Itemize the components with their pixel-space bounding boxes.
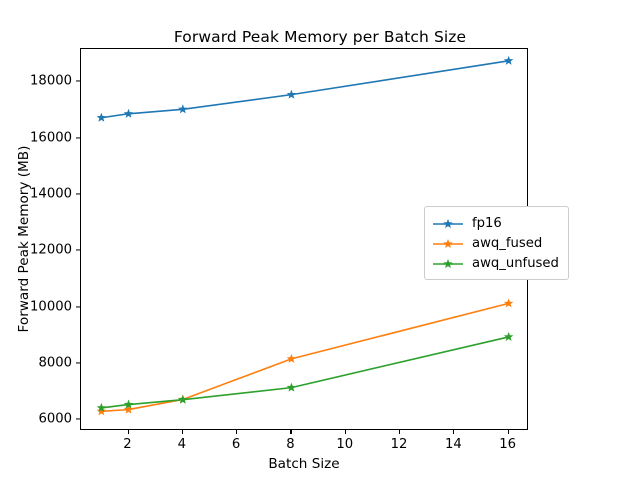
legend-swatch-icon <box>432 236 464 250</box>
x-tick-label: 12 <box>390 437 408 452</box>
legend-item-awq_fused[interactable]: awq_fused <box>432 233 559 253</box>
y-tick-mark <box>76 193 80 195</box>
y-tick-mark <box>76 249 80 251</box>
series-line <box>101 60 509 119</box>
y-tick-label: 10000 <box>30 299 72 315</box>
y-tick-mark <box>76 137 80 139</box>
legend-item-fp16[interactable]: fp16 <box>432 213 559 233</box>
series-line <box>101 302 509 413</box>
data-point-marker <box>286 382 297 392</box>
x-tick-label: 14 <box>444 437 462 452</box>
data-point-marker <box>178 104 188 114</box>
series-fp16 <box>96 55 514 122</box>
data-point-marker <box>286 353 297 363</box>
data-point-marker <box>503 331 514 341</box>
data-point-marker <box>96 406 107 416</box>
data-point-marker <box>503 55 514 65</box>
x-tick-mark <box>290 430 292 434</box>
legend: fp16 awq_fused awq_unfused <box>424 206 569 280</box>
series-awq_fused <box>96 298 514 416</box>
data-point-marker <box>286 89 297 99</box>
data-point-marker <box>96 402 107 412</box>
x-tick-label: 2 <box>123 437 132 452</box>
y-tick-mark <box>76 306 80 308</box>
chart-title: Forward Peak Memory per Batch Size <box>173 28 467 46</box>
x-tick-mark <box>399 430 401 434</box>
data-point-marker <box>123 108 134 118</box>
legend-label: fp16 <box>472 215 502 231</box>
series-awq_unfused <box>96 331 514 412</box>
x-tick-label: 4 <box>177 437 186 452</box>
x-tick-label: 6 <box>231 437 241 452</box>
x-tick-mark <box>127 430 129 434</box>
legend-item-awq_unfused[interactable]: awq_unfused <box>432 253 559 273</box>
y-axis-label: Forward Peak Memory (MB) <box>16 145 32 333</box>
y-tick-label: 14000 <box>30 186 72 202</box>
y-tick-mark <box>76 80 80 82</box>
x-tick-label: 8 <box>286 437 295 452</box>
plot-lines <box>96 55 514 416</box>
data-point-marker <box>178 394 188 404</box>
x-tick-mark <box>507 430 509 434</box>
data-point-marker <box>96 112 107 122</box>
y-tick-label: 6000 <box>38 411 72 427</box>
y-tick-label: 16000 <box>30 130 72 146</box>
x-tick-mark <box>453 430 455 434</box>
y-tick-label: 8000 <box>38 355 72 371</box>
x-tick-mark <box>181 430 183 434</box>
x-tick-label: 10 <box>336 437 354 452</box>
legend-swatch-icon <box>432 216 464 230</box>
series-line <box>101 336 509 409</box>
legend-label: awq_unfused <box>472 255 559 271</box>
data-point-marker <box>503 298 514 308</box>
y-tick-mark <box>76 362 80 364</box>
x-tick-mark <box>344 430 346 434</box>
data-point-marker <box>123 399 134 409</box>
y-tick-mark <box>76 418 80 420</box>
legend-swatch-icon <box>432 256 464 270</box>
x-tick-label: 16 <box>499 437 517 452</box>
data-point-marker <box>123 404 134 414</box>
x-axis-label: Batch Size <box>268 456 340 472</box>
y-tick-label: 12000 <box>30 242 72 258</box>
y-tick-label: 18000 <box>30 73 72 89</box>
x-tick-mark <box>236 430 238 434</box>
legend-label: awq_fused <box>472 235 543 251</box>
